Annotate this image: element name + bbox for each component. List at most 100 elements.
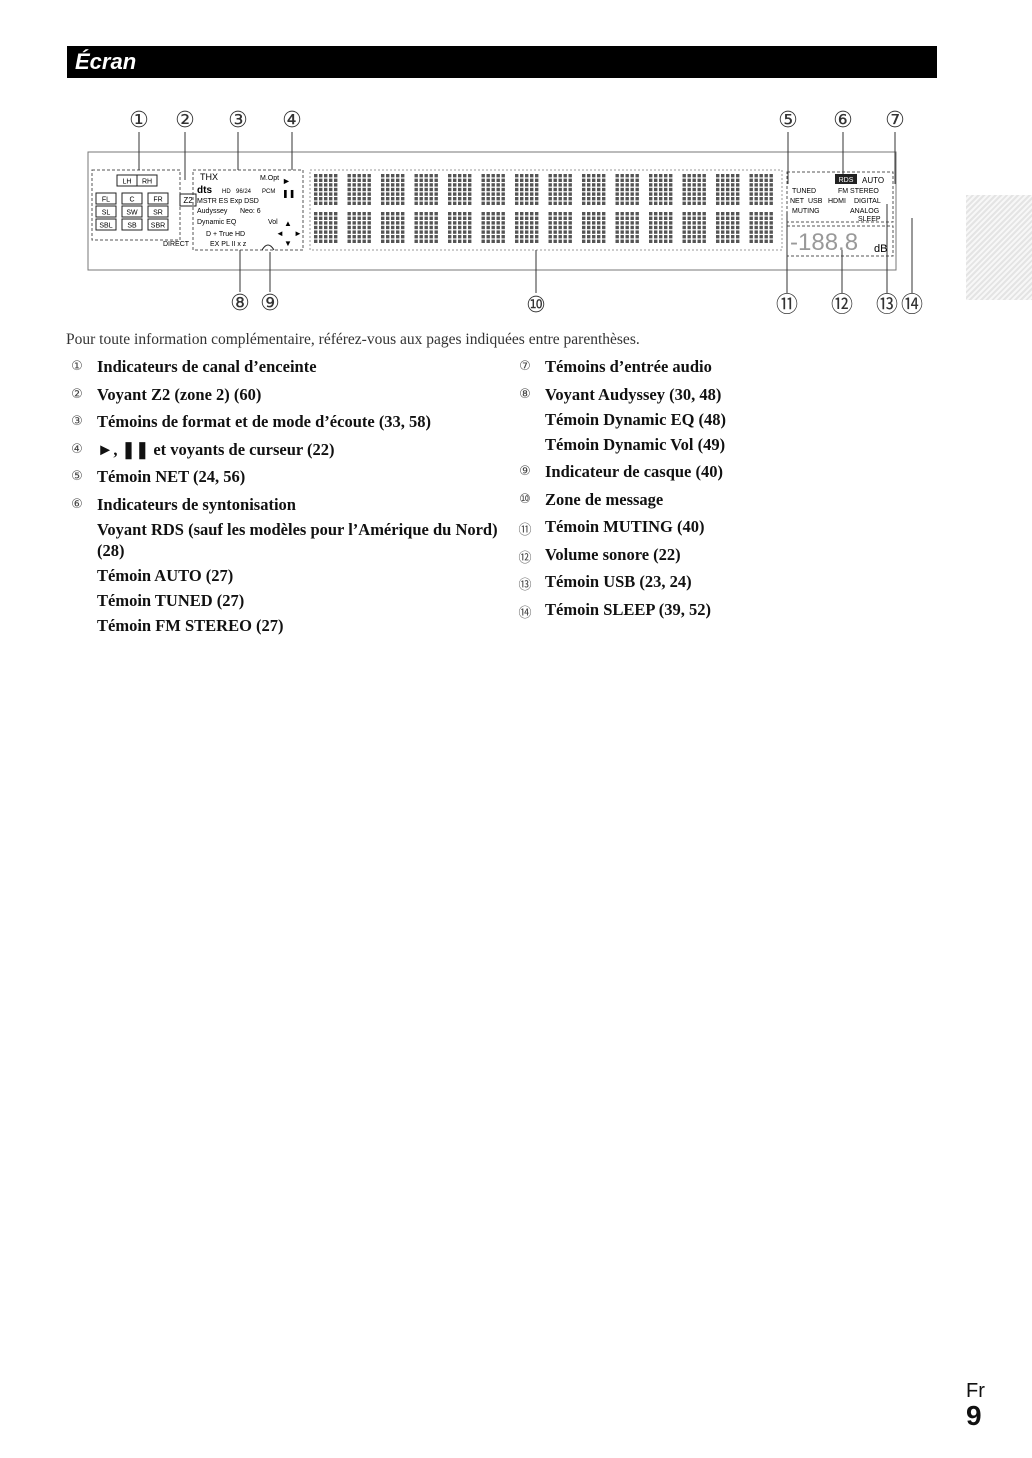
matrix-dot <box>635 201 639 205</box>
matrix-dot <box>625 187 629 192</box>
matrix-dot <box>620 192 624 196</box>
matrix-dot <box>453 230 457 234</box>
matrix-dot <box>414 216 418 220</box>
matrix-dot <box>563 221 567 225</box>
matrix-dot <box>535 192 539 196</box>
matrix-dot <box>486 239 490 243</box>
matrix-dot <box>682 192 686 196</box>
matrix-dot <box>496 192 500 196</box>
matrix-dot <box>553 183 557 187</box>
matrix-dot <box>319 187 323 192</box>
matrix-dot <box>597 197 601 201</box>
matrix-dot <box>687 212 691 216</box>
matrix-dot <box>630 197 634 201</box>
matrix-dot <box>520 201 524 205</box>
matrix-dot <box>367 178 371 182</box>
matrix-dot <box>515 239 519 243</box>
matrix-dot <box>324 183 328 187</box>
matrix-dot <box>424 216 428 220</box>
matrix-dot <box>654 221 658 225</box>
matrix-dot <box>692 174 696 178</box>
matrix-dot <box>635 221 639 225</box>
matrix-dot <box>721 212 725 216</box>
matrix-dot <box>649 221 653 225</box>
matrix-dot <box>515 216 519 220</box>
matrix-dot <box>749 192 753 196</box>
matrix-dot <box>749 212 753 216</box>
matrix-dot <box>587 230 591 234</box>
matrix-dot <box>736 192 740 196</box>
matrix-dot <box>429 201 433 205</box>
matrix-dot <box>620 187 624 192</box>
matrix-dot <box>434 178 438 182</box>
matrix-dot <box>736 235 740 239</box>
matrix-dot <box>386 235 390 239</box>
matrix-dot <box>481 178 485 182</box>
matrix-dot <box>419 221 423 225</box>
matrix-dot <box>424 212 428 216</box>
matrix-dot <box>352 201 356 205</box>
legend-text: Témoin FM STEREO (27) <box>97 615 284 635</box>
matrix-dot <box>429 239 433 243</box>
matrix-dot <box>754 183 758 187</box>
matrix-dot <box>468 239 472 243</box>
matrix-dot <box>429 192 433 196</box>
matrix-dot <box>414 212 418 216</box>
matrix-dot <box>692 201 696 205</box>
matrix-dot <box>620 221 624 225</box>
matrix-dot <box>582 230 586 234</box>
matrix-dot <box>314 187 318 192</box>
legend-text: Témoin USB (23, 24) <box>545 572 692 591</box>
matrix-dot <box>716 221 720 225</box>
speaker-box <box>147 218 169 231</box>
matrix-dot <box>324 187 328 192</box>
matrix-dot <box>525 230 529 234</box>
tuned-label: TUNED <box>792 188 816 195</box>
net-label: NET <box>790 198 805 205</box>
speaker-box <box>147 192 169 205</box>
matrix-dot <box>736 201 740 205</box>
matrix-dot <box>625 212 629 216</box>
matrix-dot <box>558 192 562 196</box>
matrix-dot <box>391 216 395 220</box>
callout-number: ⑥ <box>833 107 853 132</box>
matrix-dot <box>414 221 418 225</box>
matrix-dot <box>726 221 730 225</box>
matrix-dot <box>702 216 706 220</box>
matrix-dot <box>424 192 428 196</box>
callout-number: ⑫ <box>831 292 853 317</box>
matrix-dot <box>434 174 438 178</box>
matrix-dot <box>347 192 351 196</box>
matrix-dot <box>716 239 720 243</box>
matrix-dot <box>597 201 601 205</box>
matrix-dot <box>731 221 735 225</box>
matrix-dot <box>468 235 472 239</box>
matrix-dot <box>367 201 371 205</box>
matrix-dot <box>525 201 529 205</box>
matrix-dot <box>396 216 400 220</box>
matrix-dot <box>453 174 457 178</box>
matrix-dot <box>453 178 457 182</box>
speaker-box <box>136 174 158 187</box>
matrix-dot <box>635 216 639 220</box>
matrix-dot <box>749 239 753 243</box>
matrix-dot <box>635 225 639 230</box>
matrix-dot <box>625 178 629 182</box>
matrix-dot <box>329 235 333 239</box>
matrix-dot <box>764 197 768 201</box>
matrix-dot <box>458 230 462 234</box>
matrix-dot <box>520 183 524 187</box>
matrix-dot <box>654 178 658 182</box>
dot-matrix <box>314 174 773 243</box>
matrix-dot <box>736 174 740 178</box>
matrix-dot <box>381 183 385 187</box>
matrix-dot <box>391 201 395 205</box>
matrix-dot <box>582 212 586 216</box>
matrix-dot <box>367 174 371 178</box>
matrix-dot <box>386 221 390 225</box>
matrix-dot <box>329 178 333 182</box>
matrix-dot <box>334 201 338 205</box>
matrix-dot <box>682 197 686 201</box>
matrix-dot <box>347 201 351 205</box>
